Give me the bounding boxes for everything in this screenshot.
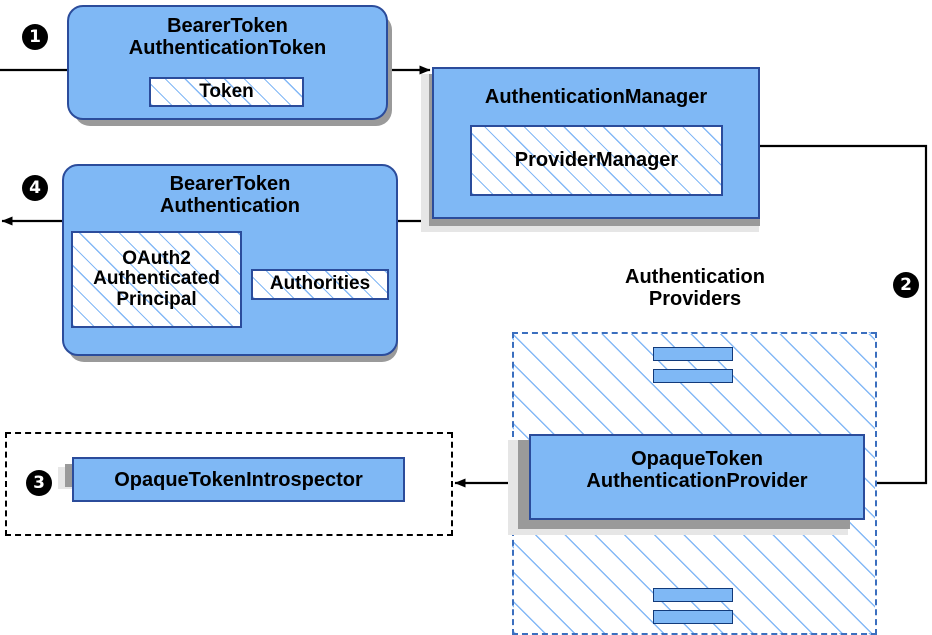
bearer-token-authentication-token-field-token: Token [149,77,304,107]
authentication-providers-label: Authentication Providers [575,266,815,311]
opaque-token-introspector-container [5,432,453,536]
authentication-manager-field-provider-manager: ProviderManager [470,125,723,196]
authentication-providers-label-line2: Providers [648,288,742,311]
bearer-token-authentication-field-authorities: Authorities [251,269,389,300]
step-marker-1: 1 [22,24,48,50]
opaque-token-authentication-provider-title-line1: OpaqueToken [631,448,763,470]
authorities-label: Authorities [269,273,371,295]
provider-manager-label: ProviderManager [514,148,679,171]
opaque-token-authentication-provider-title-line2: AuthenticationProvider [586,470,808,493]
token-field-label: Token [199,80,254,102]
oauth2-authenticated-principal-line2: Authenticated [93,268,220,290]
mini-provider-bar-top-1 [653,347,733,361]
bearer-token-authentication-title-line2: Authentication [160,195,300,218]
mini-provider-bar-bottom-2 [653,610,733,624]
oauth2-authenticated-principal-line3: Principal [116,288,197,310]
mini-provider-bar-bottom-1 [653,588,733,602]
step-marker-4: 4 [22,175,48,201]
oauth2-authenticated-principal-line1: OAuth2 [122,247,191,269]
bearer-token-authentication-title-line1: BearerToken [169,173,291,195]
opaque-token-authentication-provider-node[interactable]: OpaqueToken AuthenticationProvider [529,434,865,520]
mini-provider-bar-top-2 [653,369,733,383]
authentication-manager-title: AuthenticationManager [484,86,708,108]
authentication-providers-label-line1: Authentication [625,266,765,288]
bearer-token-authentication-token-title-line1: BearerToken [167,15,288,37]
opaque-token-introspector-title: OpaqueTokenIntrospector [114,469,363,491]
step-marker-3: 3 [26,470,52,496]
step-marker-2: 2 [893,272,919,298]
arrow-manager-to-provider [760,144,928,488]
bearer-token-authentication-field-principal: OAuth2 Authenticated Principal [71,231,242,328]
opaque-token-introspector-node[interactable]: OpaqueTokenIntrospector [72,457,405,502]
bearer-token-authentication-token-title-line2: AuthenticationToken [128,37,327,60]
